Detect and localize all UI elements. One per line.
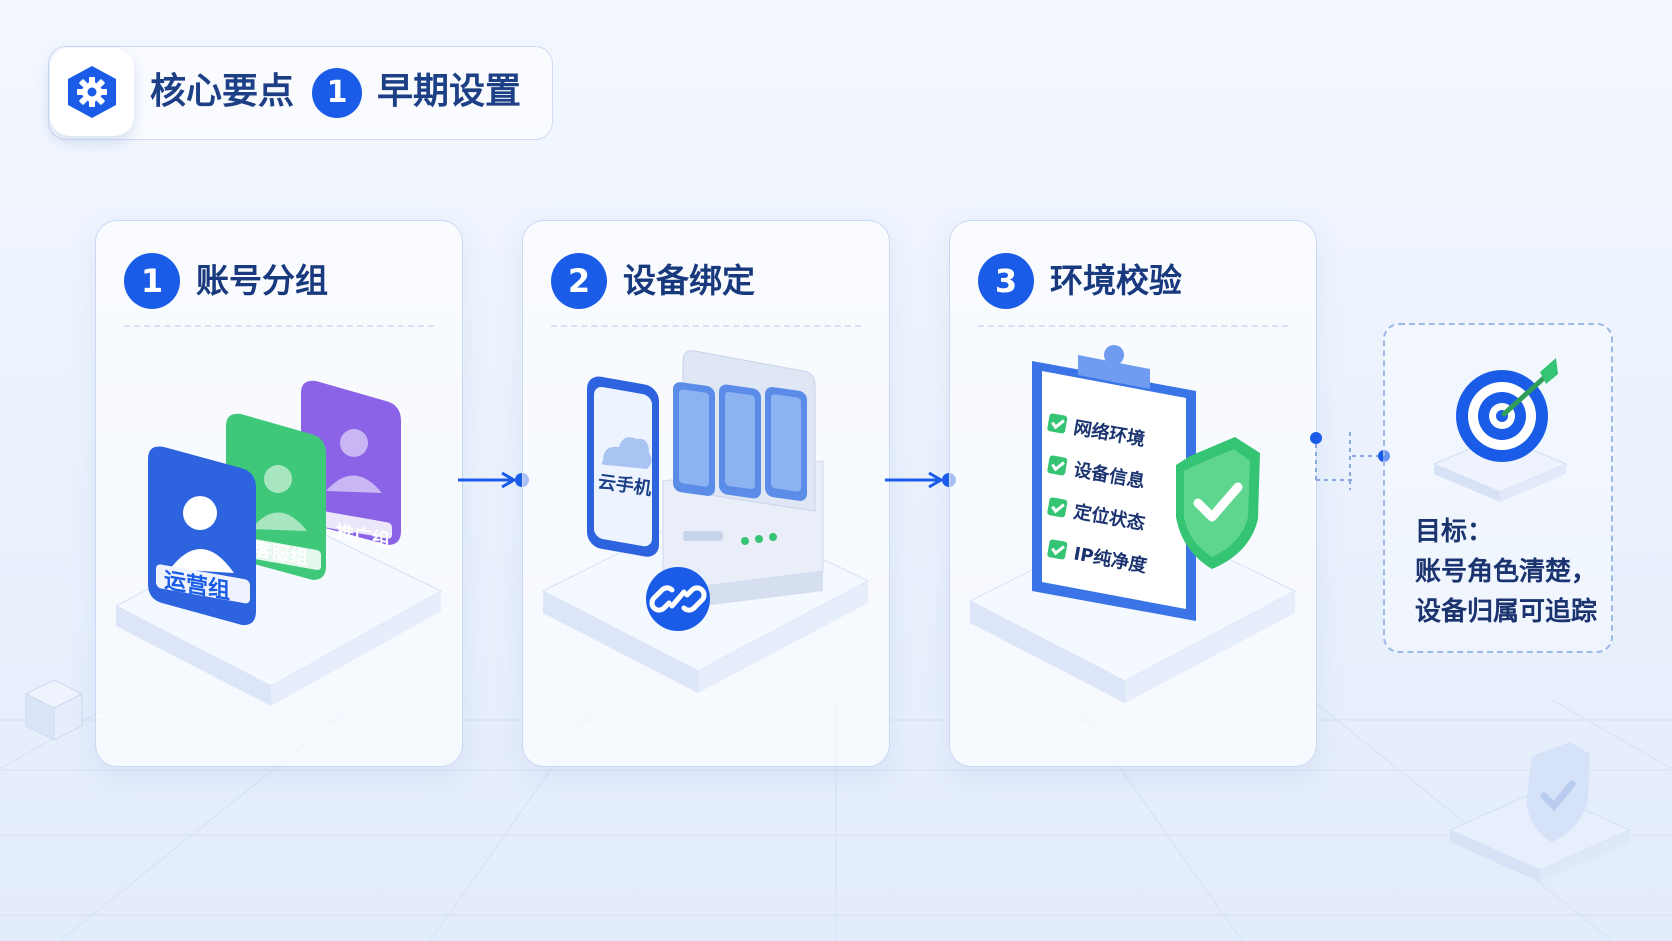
step-card-environment-check: 3 环境校验 网络环境 设备信息	[949, 220, 1317, 767]
goal-label: 目标：	[1415, 517, 1494, 547]
phone-rack	[662, 350, 824, 611]
link-icon	[646, 567, 710, 631]
environment-check-illustration: 网络环境 设备信息 定位状态 IP纯净度	[968, 345, 1297, 703]
goal-connector	[1310, 432, 1390, 490]
step-number-badge: 2	[551, 253, 607, 309]
goal-line: 账号角色清楚，	[1415, 557, 1598, 587]
decorative-cube	[24, 679, 84, 741]
step-card-account-group: 1 账号分组 推广组 客服组 运营组	[95, 220, 463, 767]
gear-icon	[68, 66, 116, 118]
divider	[124, 325, 434, 327]
clipboard: 网络环境 设备信息 定位状态 IP纯净度	[1032, 345, 1196, 621]
step-title: 环境校验	[1050, 261, 1182, 300]
decorative-shield-icon	[1448, 742, 1632, 882]
divider	[551, 325, 861, 327]
divider	[978, 325, 1288, 327]
account-group-illustration: 推广组 客服组 运营组	[114, 380, 443, 706]
header-subtitle: 早期设置	[377, 71, 522, 112]
step-title: 账号分组	[196, 261, 328, 300]
blue-account-card: 运营组	[148, 446, 256, 626]
step-title: 设备绑定	[623, 261, 755, 300]
step-number-badge: 3	[978, 253, 1034, 309]
shield-check-icon	[1176, 437, 1260, 569]
flow-arrow	[885, 471, 956, 489]
cloud-phone: 云手机	[587, 376, 659, 557]
header-title: 核心要点	[150, 71, 295, 112]
header-step-badge: 1	[312, 68, 362, 118]
goal-text: 目标： 账号角色清楚， 设备归属可追踪	[1415, 512, 1597, 632]
step-number-badge: 1	[124, 253, 180, 309]
header-logo	[50, 48, 134, 136]
device-binding-illustration: 云手机	[541, 350, 870, 693]
target-icon	[1432, 358, 1568, 502]
step-card-device-binding: 2 设备绑定 云手机	[522, 220, 890, 767]
flow-arrow	[458, 471, 529, 489]
goal-line: 设备归属可追踪	[1415, 597, 1598, 627]
